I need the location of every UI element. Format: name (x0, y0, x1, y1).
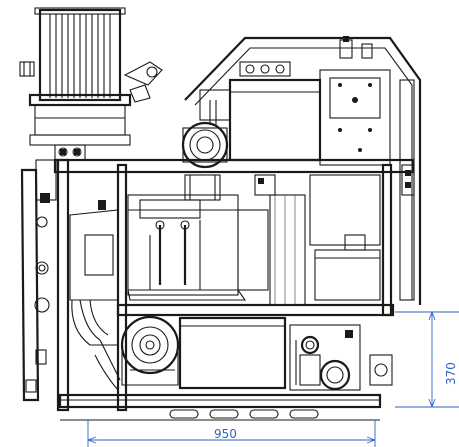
main-frame (20, 158, 415, 412)
skid-slots (60, 409, 380, 421)
upper-tank-frame (184, 36, 422, 305)
lower-tank (178, 316, 287, 390)
hose-reel (19, 7, 163, 146)
lower-pump (289, 324, 393, 391)
height-dimension: 370 (395, 311, 459, 408)
cooling-fan (94, 315, 180, 391)
valve-block (54, 144, 86, 161)
pump-assembly (181, 100, 229, 169)
engine-block (127, 174, 306, 306)
battery-box (309, 174, 381, 301)
engine-shroud (69, 200, 119, 346)
width-dimension: 950 (87, 420, 376, 447)
height-dimension-label: 370 (444, 362, 458, 385)
width-dimension-label: 950 (214, 427, 237, 441)
